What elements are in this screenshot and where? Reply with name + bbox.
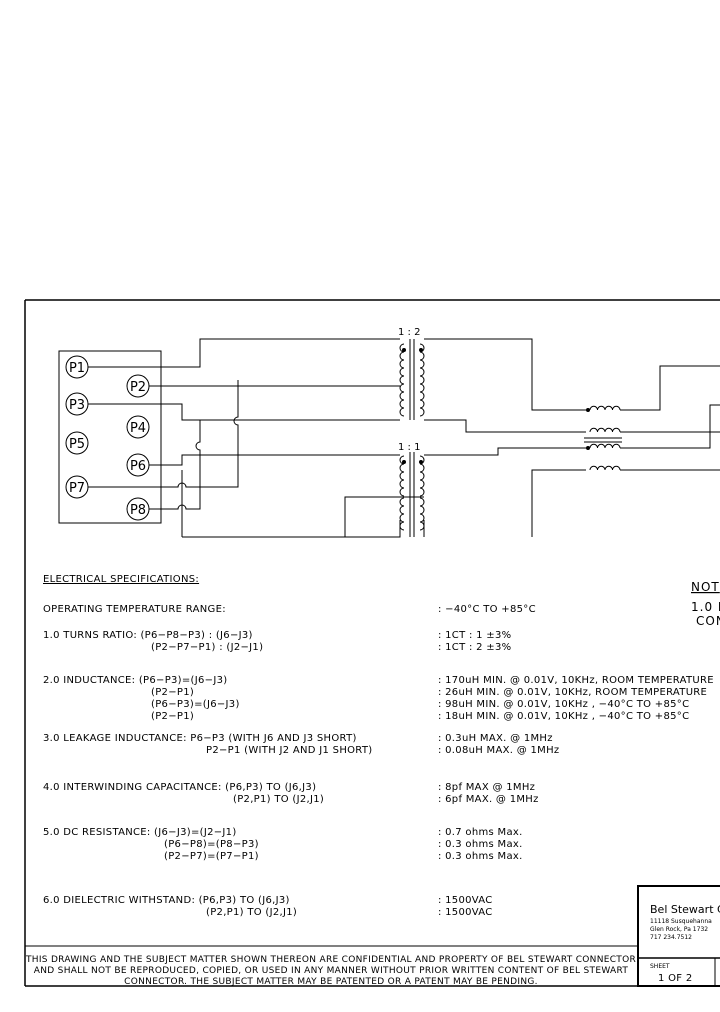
spec-5-value-3: : 0.3 ohms Max. (438, 851, 523, 862)
pin-labels: P1 P2 P3 P4 P5 P6 P7 P8 (69, 361, 146, 518)
spec-1-sub: (P2−P7−P1) : (J2−J1) (151, 642, 263, 653)
spec-6-value-1: : 1500VAC (438, 895, 493, 906)
pin-label-p8: P8 (130, 503, 146, 518)
polarity-dots (402, 348, 590, 464)
spec-3-value-1: : 0.3uH MAX. @ 1MHz (438, 733, 553, 744)
notice-line-1: THIS DRAWING AND THE SUBJECT MATTER SHOW… (25, 955, 636, 965)
bottom-transformer-ratio: 1 : 1 (398, 442, 420, 453)
spec-5-label: 5.0 DC RESISTANCE: (J6−J3)=(J2−J1) (43, 827, 237, 838)
notice-line-3: CONNECTOR. THE SUBJECT MATTER MAY BE PAT… (124, 977, 538, 987)
spec-5-sub-2: (P2−P7)=(P7−P1) (164, 851, 259, 862)
spec-4-sub: (P2,P1) TO (J2,J1) (233, 794, 324, 805)
spec-1-value-2: : 1CT : 2 ±3% (438, 642, 511, 653)
spec-2-value-3: : 98uH MIN. @ 0.01V, 10KHz , −40°C TO +8… (438, 699, 689, 710)
transformer-windings (399, 343, 425, 531)
connector-housing (58, 350, 162, 524)
top-transformer-ratio: 1 : 2 (398, 327, 420, 338)
winding-coil (399, 497, 405, 531)
pin-label-p5: P5 (69, 437, 85, 452)
pin-label-p4: P4 (130, 421, 146, 436)
confidentiality-notice: THIS DRAWING AND THE SUBJECT MATTER SHOW… (25, 955, 636, 987)
spec-2-label: 2.0 INDUCTANCE: (P6−P3)=(J6−J3) (43, 675, 227, 686)
winding-coil (419, 497, 425, 531)
pin-label-p7: P7 (69, 481, 85, 496)
pin-label-p1: P1 (69, 361, 85, 376)
spec-3-value-2: : 0.08uH MAX. @ 1MHz (438, 745, 559, 756)
company-address-1: 11118 Susquehanna (650, 918, 712, 925)
transformer-cores (409, 339, 415, 537)
spec-1-value-1: : 1CT : 1 ±3% (438, 630, 511, 641)
company-address-2: Glen Rock, Pa 1732 (650, 926, 708, 933)
company-name: Bel Stewart C (650, 903, 720, 916)
winding-coil (399, 343, 405, 385)
common-mode-chokes (589, 405, 621, 471)
pin-p5-circle (65, 431, 89, 455)
notice-line-2: AND SHALL NOT BE REPRODUCED, COPIED, OR … (34, 966, 629, 976)
spec-4-label: 4.0 INTERWINDING CAPACITANCE: (P6,P3) TO… (43, 782, 316, 793)
notes-line-1: 1.0 I (691, 600, 720, 614)
schematic-wires (88, 338, 720, 538)
spec-2-value-2: : 26uH MIN. @ 0.01V, 10KHz, ROOM TEMPERA… (438, 687, 707, 698)
pin-label-p6: P6 (130, 459, 146, 474)
sheet-number: 1 OF 2 (658, 973, 693, 984)
winding-coil (399, 383, 405, 417)
spec-5-value-2: : 0.3 ohms Max. (438, 839, 523, 850)
choke-winding (589, 465, 621, 471)
spec-2-value-4: : 18uH MIN. @ 0.01V, 10KHz , −40°C TO +8… (438, 711, 689, 722)
sheet-label: SHEET (650, 963, 670, 970)
spec-5-sub-1: (P6−P8)=(P8−P3) (164, 839, 259, 850)
choke-winding (589, 405, 621, 411)
spec-2-sub-3: (P2−P1) (151, 711, 194, 722)
company-phone: 717 234.7512 (650, 934, 692, 941)
spec-2-sub-1: (P2−P1) (151, 687, 194, 698)
spec-6-sub: (P2,P1) TO (J2,J1) (206, 907, 297, 918)
drawing-border (24, 299, 720, 987)
spec-5-value-1: : 0.7 ohms Max. (438, 827, 523, 838)
spec-temp-value: : −40°C TO +85°C (438, 604, 536, 615)
pin-label-p3: P3 (69, 398, 85, 413)
specs-heading: ELECTRICAL SPECIFICATIONS: (43, 574, 199, 585)
notes-heading: NOT (691, 580, 720, 594)
spec-4-value-1: : 8pf MAX @ 1MHz (438, 782, 535, 793)
spec-1-label: 1.0 TURNS RATIO: (P6−P8−P3) : (J6−J3) (43, 630, 253, 641)
spec-3-label: 3.0 LEAKAGE INDUCTANCE: P6−P3 (WITH J6 A… (43, 733, 357, 744)
title-block: Bel Stewart C 11118 Susquehanna Glen Roc… (637, 885, 720, 987)
spec-2-value-1: : 170uH MIN. @ 0.01V, 10KHz, ROOM TEMPER… (438, 675, 714, 686)
spec-temp-label: OPERATING TEMPERATURE RANGE: (43, 604, 226, 615)
notes-line-2: CON (696, 614, 720, 628)
winding-coil (399, 455, 405, 497)
notes-section: NOT 1.0 I CON (691, 580, 720, 628)
choke-winding (589, 427, 621, 433)
pin-p4-circle (126, 415, 150, 439)
winding-coil (419, 343, 425, 417)
spec-2-sub-2: (P6−P3)=(J6−J3) (151, 699, 240, 710)
spec-4-value-2: : 6pf MAX. @ 1MHz (438, 794, 539, 805)
spec-6-label: 6.0 DIELECTRIC WITHSTAND: (P6,P3) TO (J6… (43, 895, 290, 906)
pin-label-p2: P2 (130, 380, 146, 395)
electrical-specifications: ELECTRICAL SPECIFICATIONS: OPERATING TEM… (43, 574, 714, 918)
choke-winding (589, 443, 621, 449)
spec-6-value-2: : 1500VAC (438, 907, 493, 918)
choke-cores (584, 437, 622, 443)
spec-3-sub: P2−P1 (WITH J2 AND J1 SHORT) (206, 745, 372, 756)
